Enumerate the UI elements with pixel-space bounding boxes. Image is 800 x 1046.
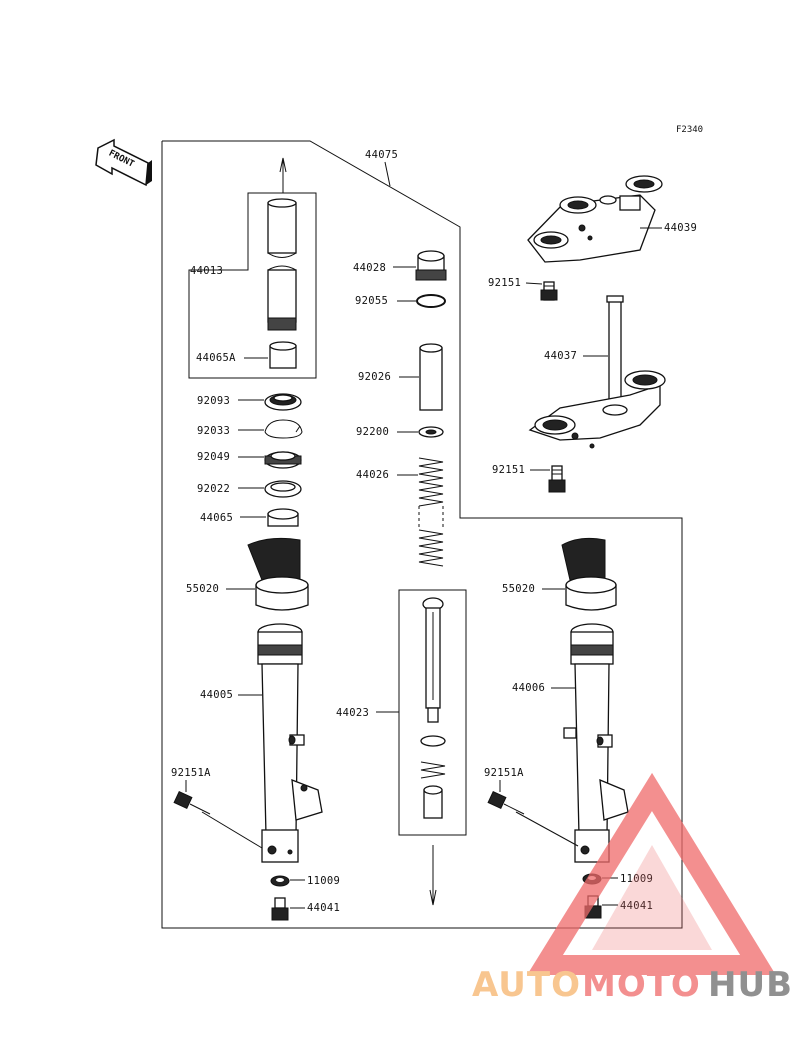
axle-bolt-right-part [487, 790, 525, 815]
bottom-bolt-left-part [271, 897, 289, 921]
label-44065: 44065 [200, 512, 233, 524]
steering-stem-part [528, 295, 666, 449]
label-92151-stem: 92151 [492, 464, 525, 476]
label-92033: 92033 [197, 425, 230, 437]
fork-inner-tube-part [267, 198, 297, 331]
front-arrow-icon: FRONT [95, 138, 152, 187]
washer-92022-part [264, 480, 302, 498]
bolt-92151-top-part [540, 281, 558, 301]
label-92049: 92049 [197, 451, 230, 463]
top-bracket-part [527, 175, 663, 263]
fork-tube-group-box [188, 192, 317, 379]
leader-44075 [384, 161, 391, 187]
label-44028: 44028 [353, 262, 386, 274]
oil-seal-cap-92093-part [264, 393, 302, 411]
leader-axle-right-line [515, 811, 579, 847]
label-44026: 44026 [356, 469, 389, 481]
label-11009-right: 11009 [620, 873, 653, 885]
watermark-logo: AUTO MOTO HUB [472, 772, 793, 1005]
oil-seal-92049-part [264, 451, 302, 469]
label-44013: 44013 [190, 265, 223, 277]
axle-bolt-left-part [173, 790, 211, 815]
gasket-left-part [270, 875, 290, 887]
label-44006: 44006 [512, 682, 545, 694]
label-92022: 92022 [197, 483, 230, 495]
bushing-44065a-part [269, 341, 297, 369]
assembly-outline [161, 140, 683, 929]
label-44041-right: 44041 [620, 900, 653, 912]
label-44075: 44075 [365, 149, 398, 161]
watermark-hub: HUB [708, 965, 793, 1005]
washer-92200-part [418, 426, 444, 438]
watermark-moto: MOTO [582, 965, 701, 1005]
label-44039: 44039 [664, 222, 697, 234]
damper-rod-44023-part [420, 597, 446, 819]
label-55020-left: 55020 [186, 583, 219, 595]
outer-tube-right-part [563, 623, 629, 863]
label-44037: 44037 [544, 350, 577, 362]
bushing-44065-part [267, 508, 299, 527]
label-44023: 44023 [336, 707, 369, 719]
watermark-auto: AUTO [472, 965, 581, 1005]
label-92151a-right: 92151A [484, 767, 524, 779]
dust-cover-left-part [247, 537, 309, 611]
label-55020-right: 55020 [502, 583, 535, 595]
outer-tube-left-part [257, 623, 323, 863]
label-11009-left: 11009 [307, 875, 340, 887]
spring-44026-part [418, 457, 444, 567]
label-44005: 44005 [200, 689, 233, 701]
label-92026: 92026 [358, 371, 391, 383]
leader-92151-top [525, 282, 543, 285]
label-92200: 92200 [356, 426, 389, 438]
label-44041-left: 44041 [307, 902, 340, 914]
circlip-92033-part [264, 419, 303, 439]
label-92151-top: 92151 [488, 277, 521, 289]
label-92055: 92055 [355, 295, 388, 307]
label-44065a: 44065A [196, 352, 236, 364]
o-ring-92055-part [416, 294, 446, 308]
figure-code: F2340 [676, 125, 703, 135]
spacer-92026-part [419, 343, 443, 411]
dust-cover-right-part [561, 537, 617, 611]
leader-axle-left-line [201, 811, 263, 849]
bolt-92151-stem-part [548, 465, 566, 493]
label-92151a-left: 92151A [171, 767, 211, 779]
top-plug-44028-part [415, 250, 447, 281]
label-92093: 92093 [197, 395, 230, 407]
